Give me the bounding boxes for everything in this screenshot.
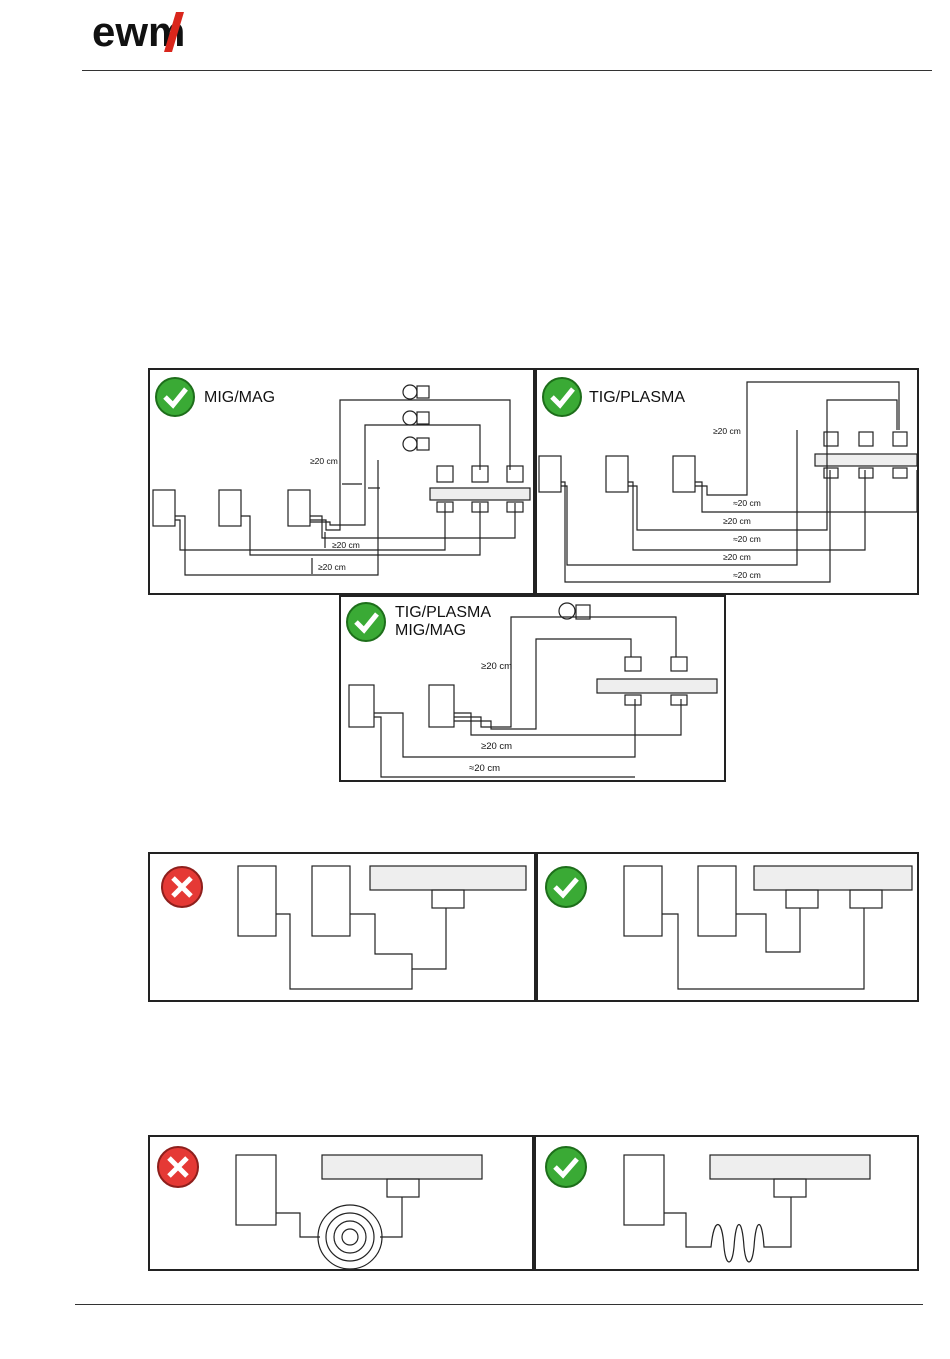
dim-label: ≥20 cm bbox=[713, 426, 741, 436]
panel-tigplasma: TIG/PLASMA ≥20 cm ≈20 cm ≥20 cm ≈20 cm ≥… bbox=[535, 368, 919, 595]
dim-label: ≈20 cm bbox=[733, 570, 761, 580]
dim-label: ≥20 cm bbox=[332, 540, 360, 550]
green-check-icon bbox=[156, 378, 194, 416]
panel-wrong-2 bbox=[148, 1135, 534, 1271]
footer-rule bbox=[75, 1304, 923, 1305]
panel-title: TIG/PLASMA bbox=[589, 389, 685, 406]
dim-label: ≥20 cm bbox=[723, 552, 751, 562]
green-check-icon bbox=[347, 603, 385, 641]
panel-combined: TIG/PLASMA MIG/MAG ≥20 cm ≥20 cm ≈20 cm bbox=[339, 595, 726, 782]
panel-right-2 bbox=[534, 1135, 919, 1271]
dim-label: ≥20 cm bbox=[318, 562, 346, 572]
dim-label: ≈20 cm bbox=[733, 498, 761, 508]
green-check-icon bbox=[546, 867, 586, 907]
green-check-icon bbox=[546, 1147, 586, 1187]
red-cross-icon bbox=[158, 1147, 198, 1187]
red-cross-icon bbox=[162, 867, 202, 907]
ewm-logo: ewm bbox=[92, 10, 222, 54]
panel-title: MIG/MAG bbox=[204, 389, 275, 406]
dim-label: ≥20 cm bbox=[310, 456, 338, 466]
panel-title-line1: TIG/PLASMA bbox=[395, 604, 491, 621]
panel-right-1 bbox=[536, 852, 919, 1002]
dim-label: ≥20 cm bbox=[481, 741, 512, 752]
panel-migmag: MIG/MAG ≥20 cm ≥20 cm ≥20 cm bbox=[148, 368, 535, 595]
panel-wrong-1 bbox=[148, 852, 536, 1002]
header-rule bbox=[82, 70, 932, 71]
dim-label: ≥20 cm bbox=[723, 516, 751, 526]
panel-title-line2: MIG/MAG bbox=[395, 622, 466, 639]
dim-label: ≈20 cm bbox=[469, 763, 500, 774]
green-check-icon bbox=[543, 378, 581, 416]
dim-label: ≈20 cm bbox=[733, 534, 761, 544]
dim-label: ≥20 cm bbox=[481, 661, 512, 672]
